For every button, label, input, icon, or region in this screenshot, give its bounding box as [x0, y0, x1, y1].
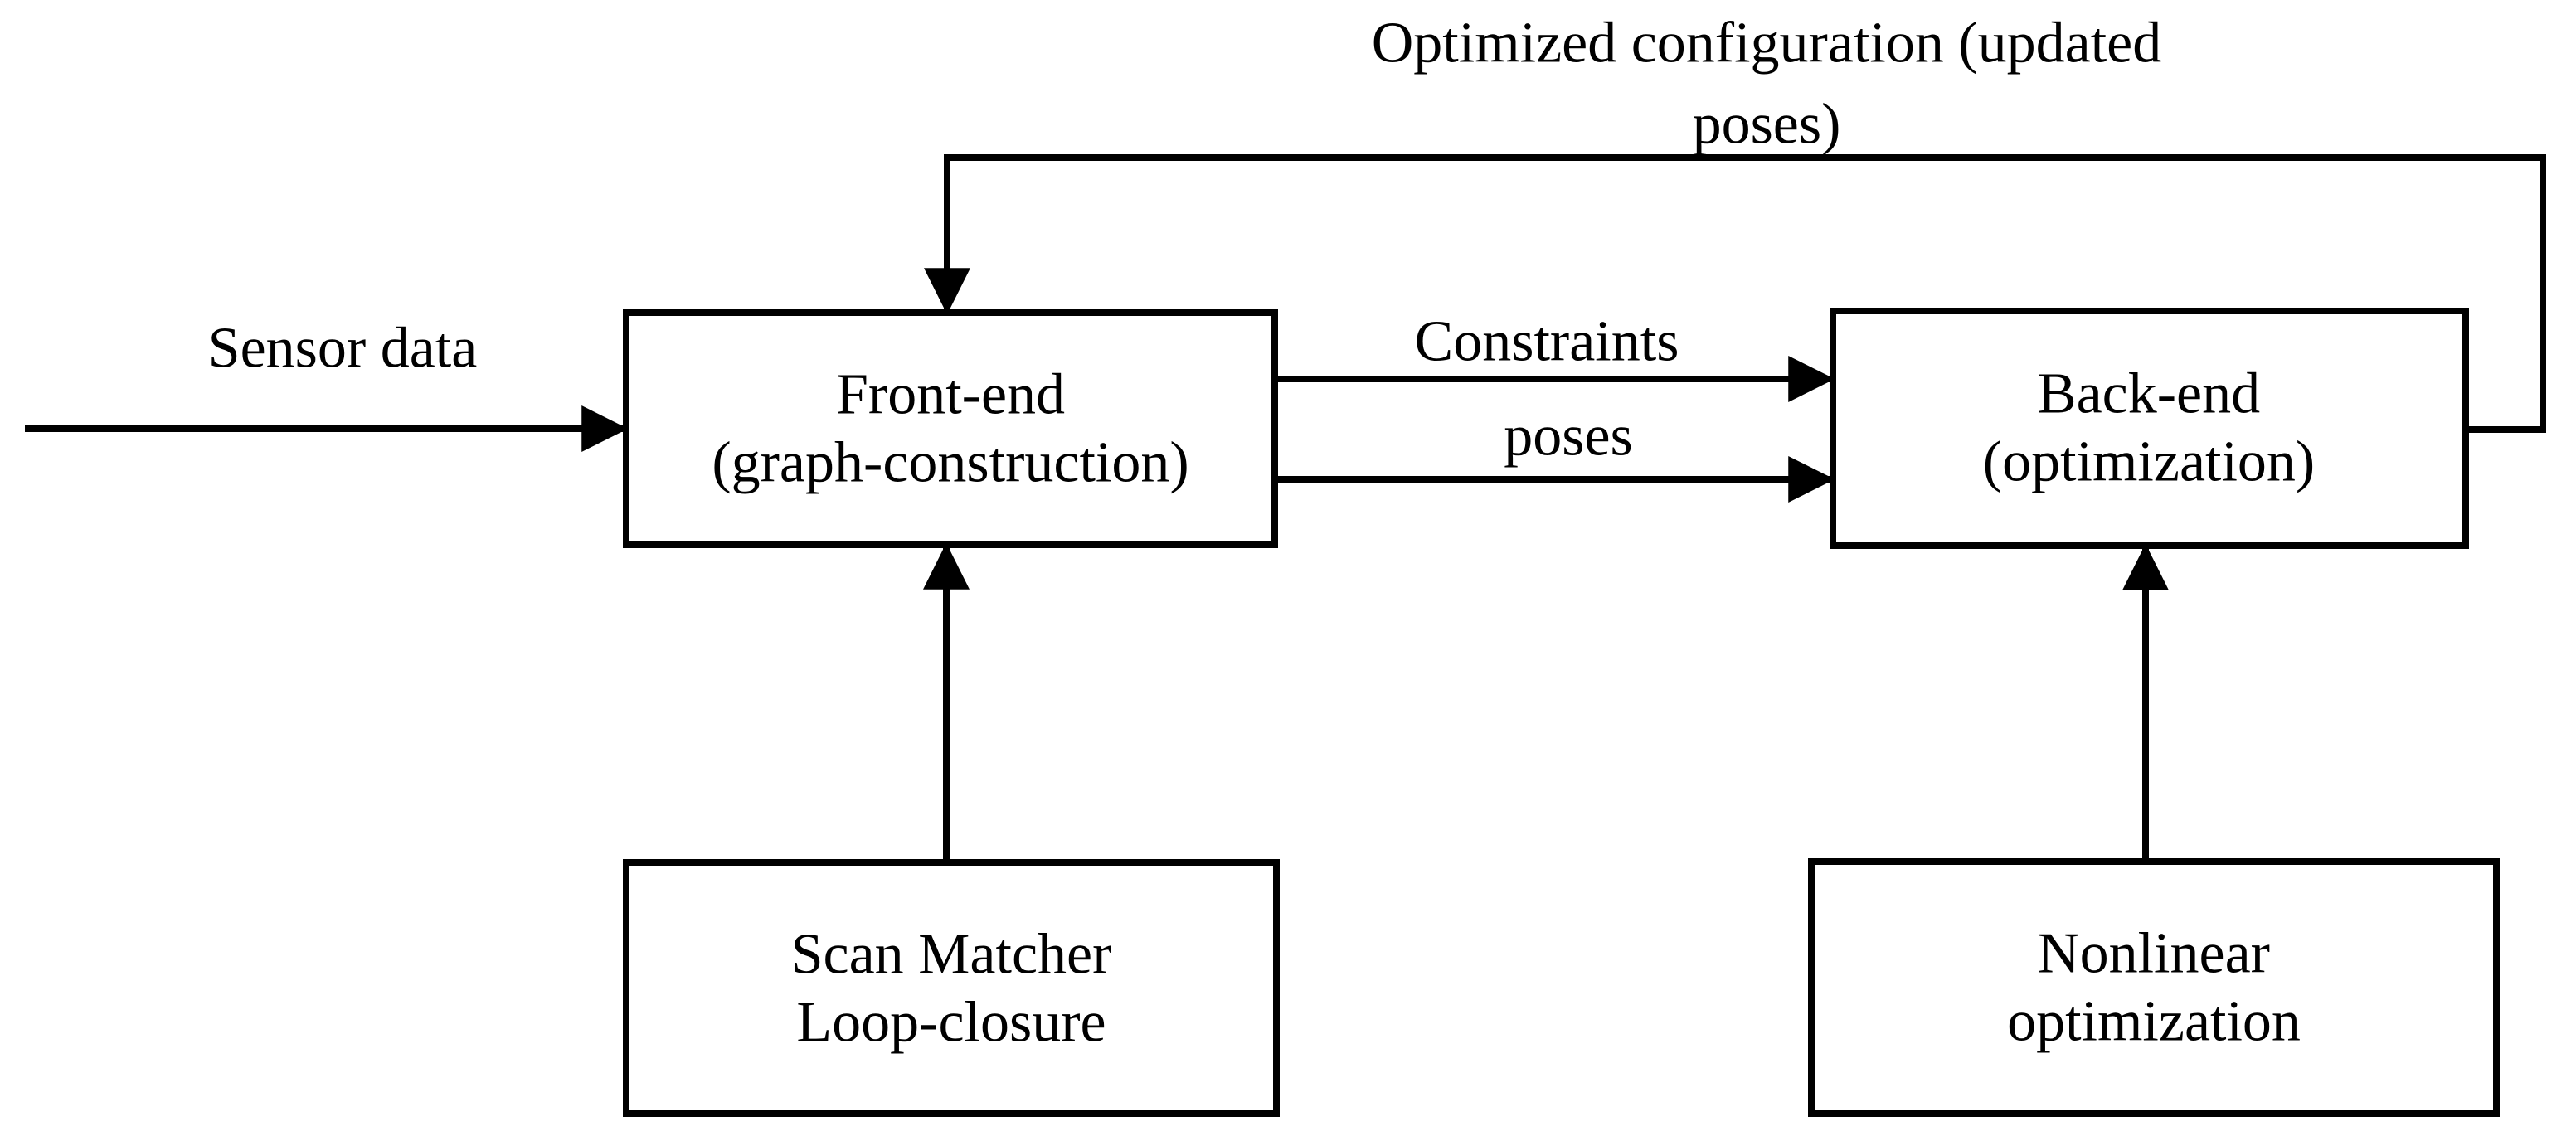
nonlinear-optimization-box	[1808, 858, 2500, 1117]
back-end-box	[1830, 308, 2469, 549]
sensor-data-label: Sensor data	[208, 317, 478, 381]
scan-matcher-box	[623, 859, 1280, 1117]
front-end-label-line2: (graph-construction)	[712, 431, 1188, 495]
back-end-label-line2: (optimization)	[1983, 430, 2315, 494]
scan-matcher-label-line2: Loop-closure	[796, 991, 1106, 1055]
front-end-box	[623, 309, 1278, 548]
feedback-label-line2: poses)	[1693, 93, 1841, 157]
nonlinear-optimization-label-line2: optimization	[2007, 990, 2301, 1054]
nonlinear-optimization-label-line1: Nonlinear	[2038, 922, 2270, 986]
front-end-label-line1: Front-end	[836, 363, 1065, 427]
feedback-label-line1: Optimized configuration (updated	[1372, 12, 2162, 75]
feedback-loop-arrow	[924, 154, 2546, 433]
scan-matcher-label-line1: Scan Matcher	[791, 923, 1112, 987]
back-end-label-line1: Back-end	[2038, 362, 2260, 426]
poses-label: poses	[1504, 405, 1633, 469]
constraints-label: Constraints	[1415, 310, 1679, 374]
